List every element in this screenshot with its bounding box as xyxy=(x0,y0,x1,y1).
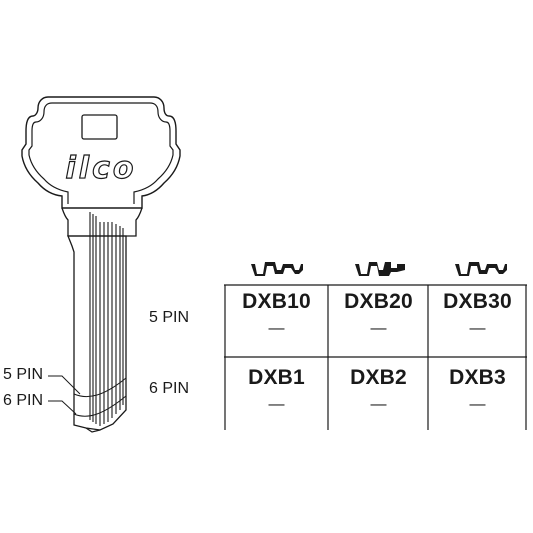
key-code: DXB30 xyxy=(443,290,512,313)
six-pin-mark xyxy=(73,395,127,417)
key-blade-grooves xyxy=(89,212,124,426)
key-tip xyxy=(85,427,101,433)
key-five-pin-label: 5 PIN xyxy=(3,366,44,383)
row-label-six-pin: 6 PIN xyxy=(149,380,190,397)
key-code-note: — xyxy=(370,320,387,337)
key-blade-outline xyxy=(67,235,127,431)
table-cell: DXB20 — xyxy=(328,290,429,338)
table-cell: DXB10 — xyxy=(226,290,327,338)
table-cell: DXB3 — xyxy=(427,366,528,414)
key-bow-inner-outline xyxy=(28,102,174,204)
key-code: DXB1 xyxy=(248,366,305,389)
key-code: DXB3 xyxy=(449,366,506,389)
table-cell: DXB1 — xyxy=(226,366,327,414)
key-code: DXB20 xyxy=(344,290,413,313)
key-code-note: — xyxy=(268,396,285,413)
brand-logo: ilco xyxy=(66,151,137,186)
key-code-note: — xyxy=(370,396,387,413)
key-code: DXB10 xyxy=(242,290,311,313)
keyway-profile-icon xyxy=(251,262,303,276)
key-code-note: — xyxy=(268,320,285,337)
key-six-pin-label: 6 PIN xyxy=(3,392,44,409)
key-code-note: — xyxy=(469,320,486,337)
key-code: DXB2 xyxy=(350,366,407,389)
table-cell: DXB30 — xyxy=(427,290,528,338)
five-pin-mark xyxy=(73,377,127,398)
five-pin-leader xyxy=(48,375,81,395)
key-bow-outline xyxy=(21,96,181,209)
row-label-five-pin: 5 PIN xyxy=(149,309,190,326)
key-code-table: DXB10 — DXB20 — DXB30 — DXB1 — DXB2 — DX… xyxy=(224,284,527,430)
keyway-profile-icon xyxy=(355,262,405,276)
table-cell: DXB2 — xyxy=(328,366,429,414)
keyway-profile-icon xyxy=(455,262,507,276)
six-pin-leader xyxy=(48,400,77,415)
key-code-note: — xyxy=(469,396,486,413)
key-shoulder xyxy=(61,207,143,237)
table-grid-lines xyxy=(224,284,527,430)
key-hole xyxy=(81,114,118,140)
